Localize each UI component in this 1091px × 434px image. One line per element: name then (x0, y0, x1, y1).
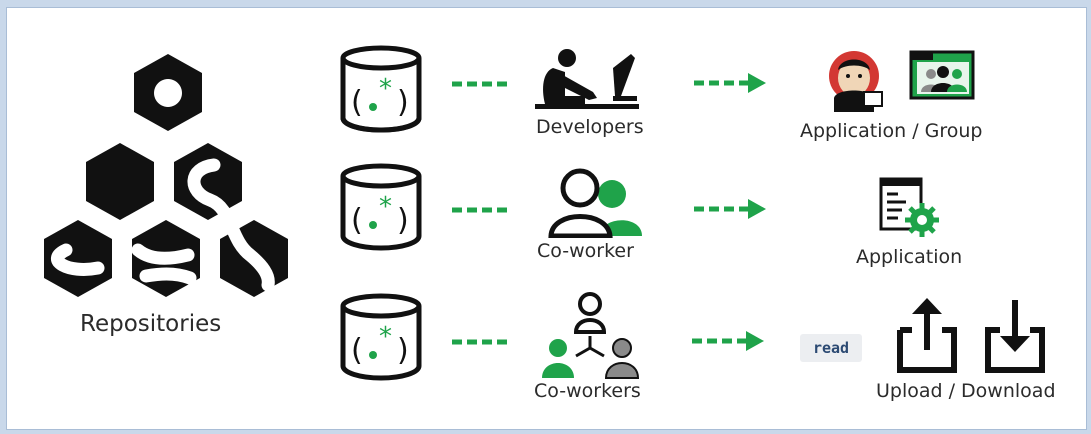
dotted-connector-icon (452, 207, 510, 213)
repositories-label: Repositories (80, 311, 222, 337)
regex-dot (369, 103, 377, 111)
jenkins-icon (829, 51, 883, 112)
target-label-application: Application (856, 246, 963, 268)
regex-repository-cylinder-icon: ( * ) (340, 293, 422, 381)
role-label-developers: Developers (536, 116, 644, 138)
dotted-arrow-icon (694, 73, 766, 93)
group-folder-icon (909, 50, 975, 100)
role-label-co-worker: Co-worker (537, 240, 634, 262)
repositories-hex-logo-icon (44, 54, 288, 297)
role-label-co-workers: Co-workers (534, 380, 641, 402)
read-permission-badge: read (800, 334, 862, 362)
svg-text:(: ( (351, 203, 363, 238)
dotted-connector-icon (452, 81, 510, 87)
svg-text:*: * (379, 192, 392, 222)
svg-text:): ) (397, 333, 409, 368)
regex-repository-cylinder-icon: ( * ) (340, 45, 422, 133)
regex-close-paren: ) (397, 85, 409, 120)
svg-text:(: ( (351, 333, 363, 368)
upload-icon (897, 298, 957, 373)
regex-open-paren: ( (351, 85, 363, 120)
svg-text:): ) (397, 203, 409, 238)
download-icon (985, 300, 1045, 373)
dotted-arrow-icon (692, 331, 764, 351)
regex-repository-cylinder-icon: ( * ) (340, 163, 422, 251)
svg-text:*: * (379, 322, 392, 352)
co-worker-icon (548, 168, 642, 238)
target-label-upload-download: Upload / Download (876, 380, 1056, 402)
application-gear-icon (879, 177, 939, 237)
co-workers-org-icon (542, 292, 640, 379)
dotted-arrow-icon (694, 199, 766, 219)
regex-star: * (379, 74, 392, 104)
target-label-application-group: Application / Group (800, 120, 983, 142)
dotted-connector-icon (452, 339, 510, 345)
developer-at-computer-icon (535, 49, 639, 109)
